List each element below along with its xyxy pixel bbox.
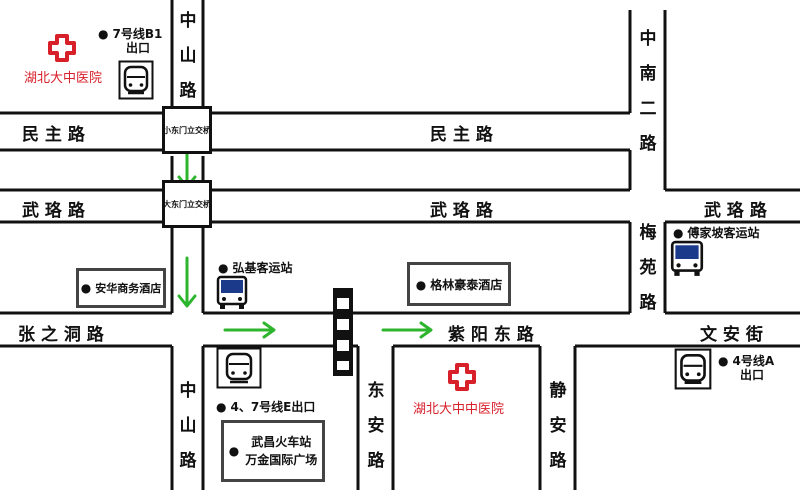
crosswalk-icon (333, 288, 353, 376)
wuchang-station-label: 武昌火车站 (251, 435, 312, 449)
hospital-cross-icon (448, 363, 476, 391)
road-minzhu-left: 民 主 路 (22, 125, 85, 145)
gelin-hotel-box: 格林豪泰酒店 (407, 262, 511, 306)
road-wuluo-right: 武 珞 路 (704, 201, 767, 221)
arrow-icon (223, 321, 276, 339)
wanjin-plaza-label: 万金国际广场 (245, 453, 318, 467)
line7-b1-exit: 7号线B1 出口 (98, 27, 162, 55)
anhua-hotel-label: 安华商务酒店 (81, 280, 161, 296)
metro-icon (118, 60, 154, 100)
road-wuluo-mid: 武 珞 路 (430, 201, 493, 221)
wuchang-station-box: ● 武昌火车站 万金国际广场 (221, 420, 325, 482)
line4-a-label: 4号线A (718, 354, 774, 368)
line7-b1-exit-word: 出口 (126, 41, 151, 55)
bus-icon (216, 275, 248, 309)
bus-icon (670, 240, 704, 276)
arrow-icon (381, 321, 433, 339)
road-zhongshan-top: 中山路 (179, 11, 197, 101)
line47-e-exit-label: 4、7号线E出口 (216, 398, 315, 415)
road-zhongshan-bottom: 中山路 (179, 381, 197, 471)
road-meiyuan: 梅苑路 (639, 223, 657, 313)
fujiapo-bus-label: 傅家坡客运站 (673, 224, 759, 241)
road-wenan: 文 安 街 (700, 325, 763, 345)
hongji-bus-label: 弘基客运站 (218, 259, 292, 276)
bridge-dadongmen: 大东门立交桥 (162, 180, 212, 228)
road-minzhu-mid: 民 主 路 (430, 125, 493, 145)
line4-a-exit-word: 出口 (740, 368, 765, 382)
road-ziyang-east: 紫 阳 东 路 (448, 325, 534, 345)
metro-icon (674, 348, 712, 390)
gelin-hotel-label: 格林豪泰酒店 (416, 276, 502, 293)
road-zhongnan-2: 中南二路 (639, 29, 657, 154)
anhua-hotel-box: 安华商务酒店 (76, 268, 166, 308)
bridge-label: 小东门立交桥 (163, 125, 211, 135)
hospital-top-label: 湖北大中医院 (24, 71, 103, 86)
road-wuluo-left: 武 珞 路 (22, 201, 85, 221)
bridge-xiaodongmen: 小东门立交桥 (162, 106, 212, 154)
line7-b1-label: 7号线B1 (98, 27, 162, 41)
arrow-icon (177, 256, 197, 308)
hospital-cross-icon (48, 34, 76, 62)
bridge-label: 大东门立交桥 (163, 199, 211, 209)
road-jingan: 静安路 (549, 381, 567, 471)
line4-a-exit: 4号线A 出口 (718, 354, 774, 382)
metro-icon (216, 347, 262, 389)
road-zhangzhidong: 张 之 洞 路 (18, 325, 104, 345)
road-dongan: 东安路 (367, 381, 385, 471)
hospital-bottom-label: 湖北大中中医院 (413, 402, 505, 417)
